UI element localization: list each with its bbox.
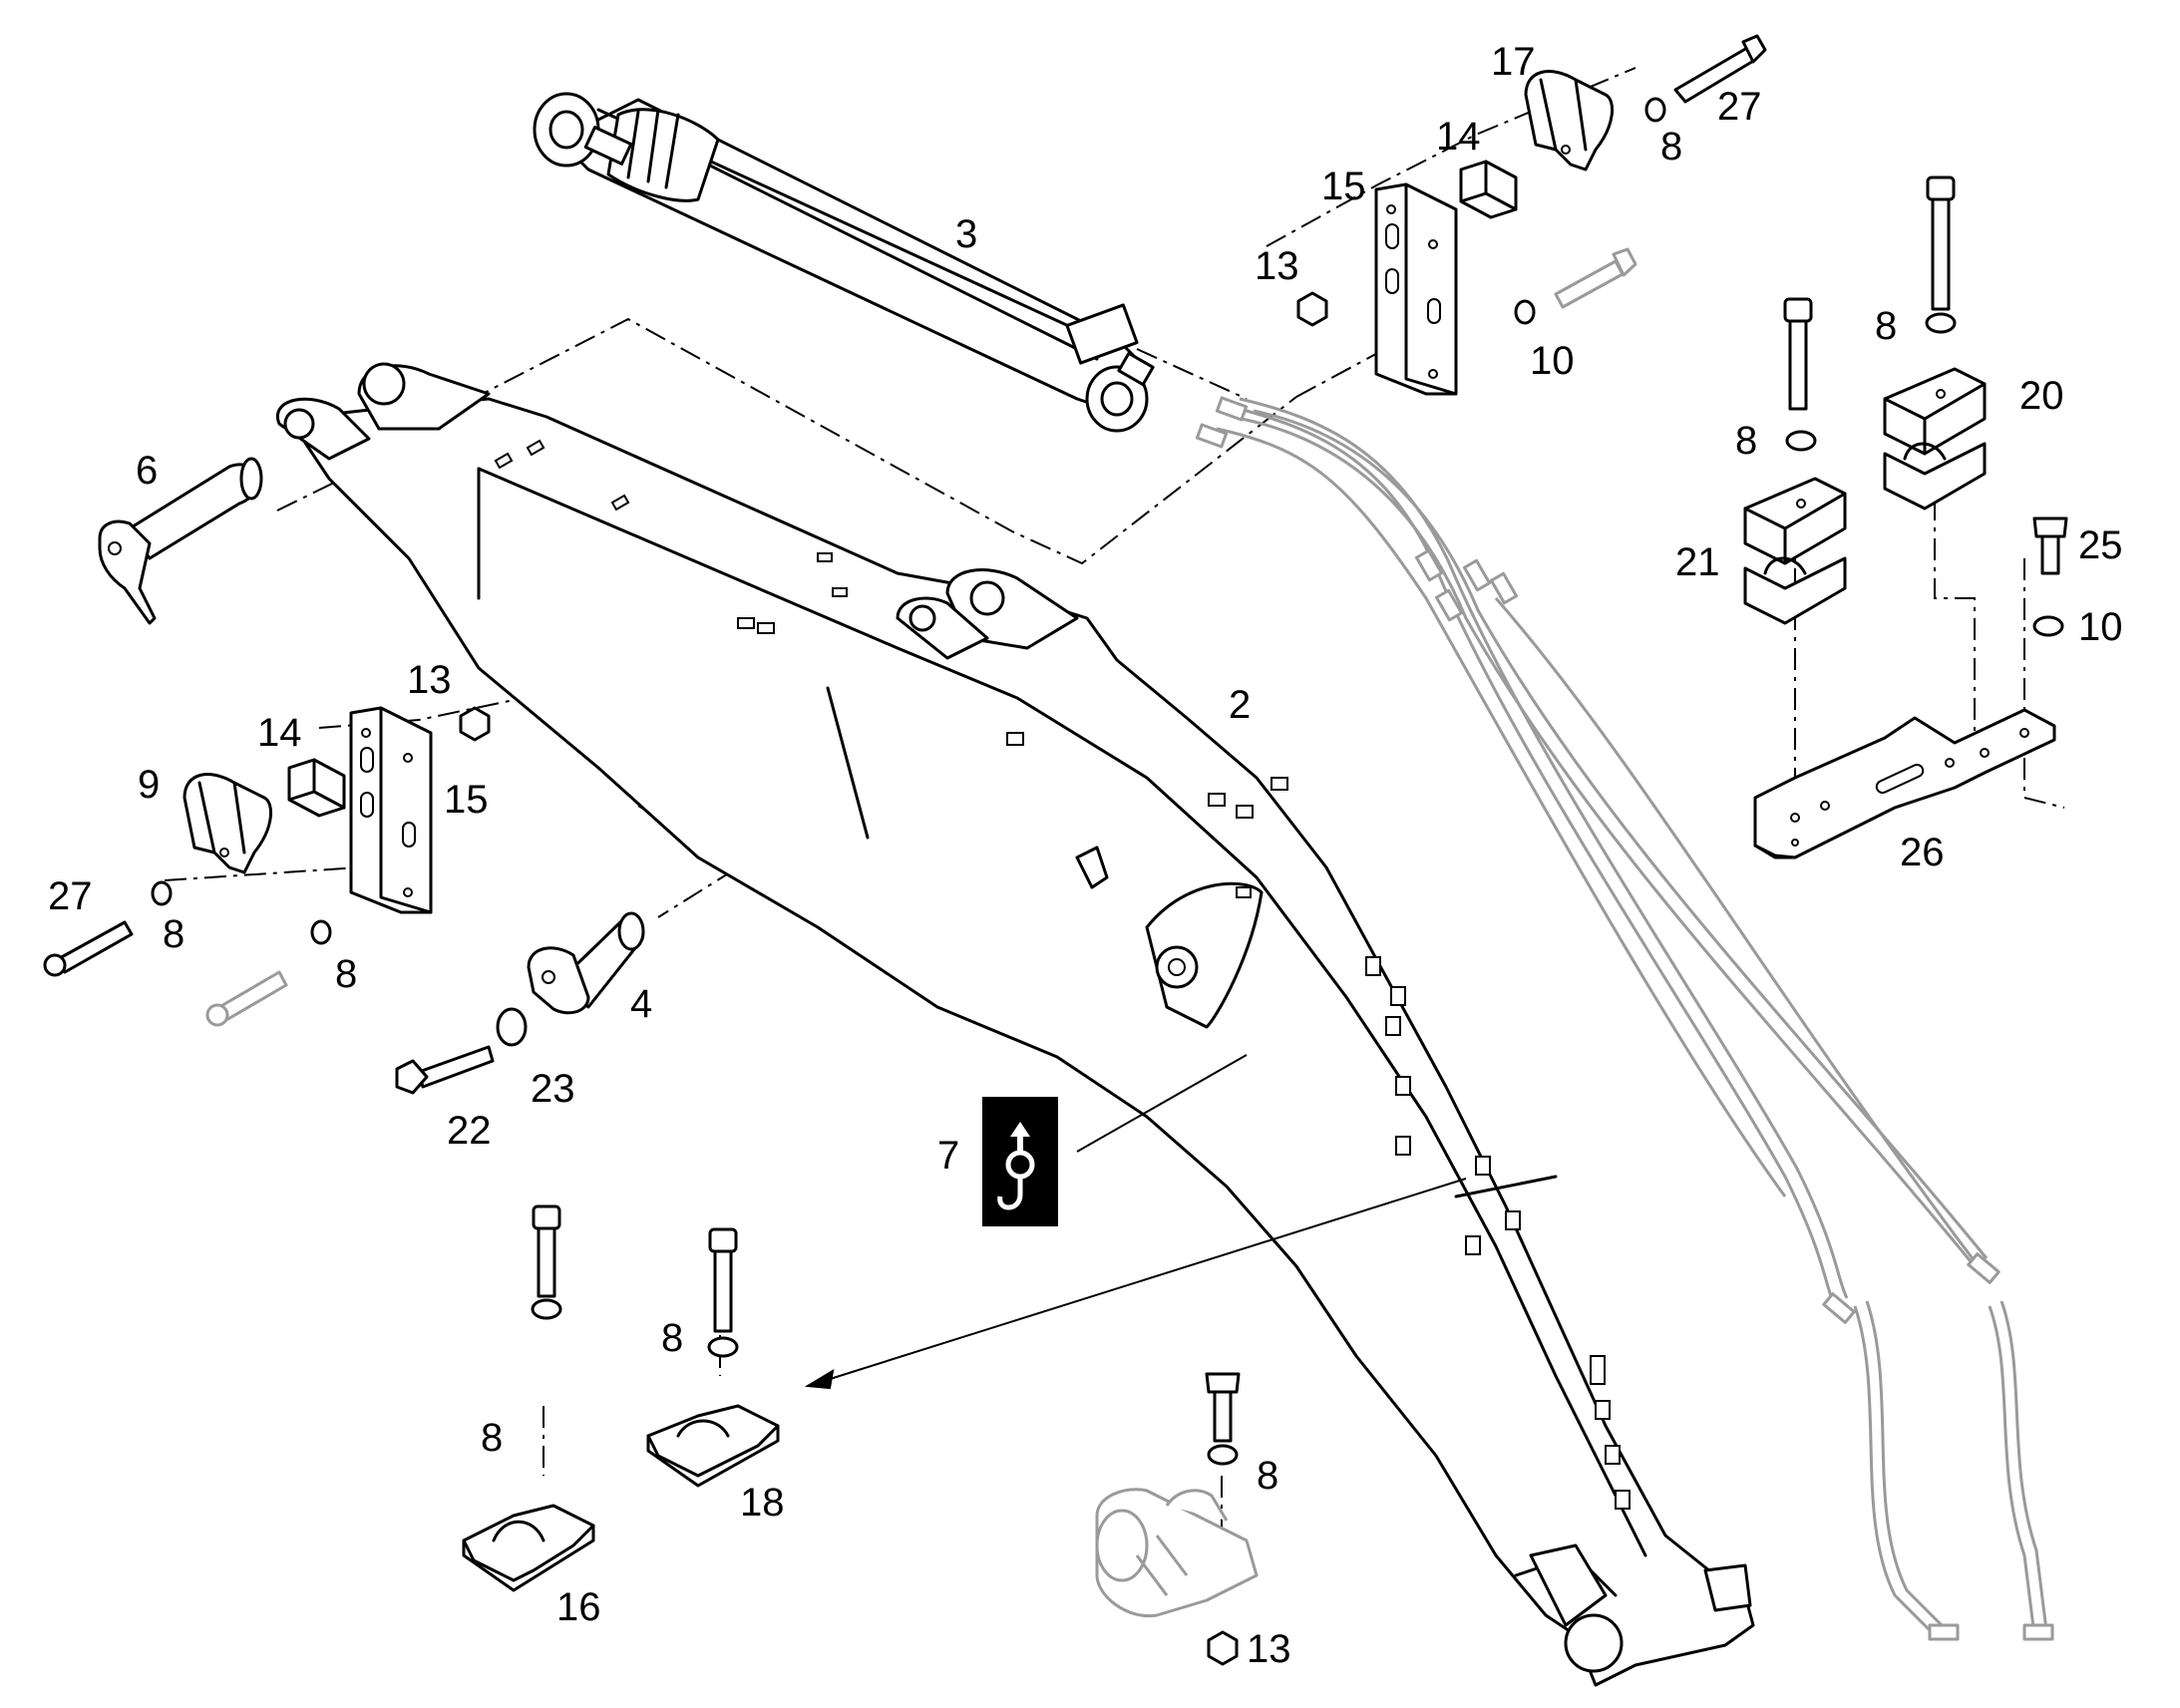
label-8-clamp-16: 8 [481, 1416, 503, 1460]
label-8-clamp-18: 8 [661, 1316, 683, 1360]
label-8-top: 8 [1660, 125, 1682, 169]
label-27-left: 27 [48, 874, 93, 918]
clamp-part-20 [1883, 367, 1987, 511]
screws-vertical [532, 175, 1956, 1443]
decal-part-7 [982, 1097, 1058, 1226]
clamp-part-9 [182, 773, 273, 874]
label-14-top: 14 [1436, 115, 1481, 159]
hydraulic-hoses [1195, 396, 2054, 1641]
hydraulic-cylinder [533, 92, 1155, 433]
callout-labels: 2 3 4 6 7 9 10 10 8 8 8 8 8 8 8 8 13 13 … [48, 40, 2123, 1671]
label-22: 22 [447, 1109, 492, 1153]
label-25: 25 [2078, 523, 2123, 567]
label-7: 7 [937, 1134, 959, 1178]
label-13-bottom: 13 [1247, 1627, 1291, 1671]
bolt-faded-top [1554, 247, 1637, 309]
label-16: 16 [556, 1585, 601, 1629]
boom [275, 362, 1755, 1687]
label-15-top: 15 [1321, 165, 1366, 208]
leader-lines [804, 1054, 1467, 1390]
clamp-part-21 [1743, 477, 1847, 625]
label-20: 20 [2019, 374, 2064, 418]
lifting-hook-icon [997, 1122, 1035, 1210]
bolt-part-27-left [43, 920, 134, 977]
clamp-part-18 [646, 1404, 780, 1488]
label-8-pipe-clamp: 8 [1257, 1454, 1278, 1498]
block-part-14-left [287, 758, 346, 818]
plate-part-15-left [349, 706, 433, 914]
label-18: 18 [740, 1481, 785, 1525]
label-8-left: 8 [163, 912, 184, 956]
bolt-faded-left [205, 970, 288, 1027]
pin-part-6 [98, 457, 263, 625]
label-13-left: 13 [407, 658, 452, 702]
label-9: 9 [138, 763, 160, 807]
block-part-14-top [1459, 160, 1518, 219]
label-8-clamp-21: 8 [1735, 419, 1757, 463]
label-15-left: 15 [444, 778, 489, 822]
label-2: 2 [1229, 683, 1251, 727]
label-10-top: 10 [1530, 339, 1575, 383]
label-17: 17 [1491, 40, 1536, 84]
pipe-clamp-faded [1095, 1488, 1259, 1618]
label-8-left-mid: 8 [335, 952, 357, 996]
bushing-part-4 [527, 911, 645, 1015]
label-4: 4 [630, 982, 652, 1026]
label-8-mid-right: 8 [1875, 304, 1897, 348]
plate-part-15-top [1374, 182, 1458, 396]
clamp-part-16 [462, 1504, 595, 1592]
bolt-part-22 [395, 1045, 495, 1095]
plate-part-26 [1753, 708, 2056, 859]
label-3: 3 [955, 212, 977, 256]
label-21: 21 [1675, 540, 1720, 584]
label-14-left: 14 [257, 711, 302, 755]
label-27-top: 27 [1717, 85, 1762, 129]
washers [151, 97, 2064, 1666]
bolt-part-25 [2032, 516, 2068, 575]
label-23: 23 [531, 1067, 575, 1111]
bolt-part-27-top [1673, 34, 1767, 104]
label-10-right: 10 [2078, 605, 2123, 649]
clamp-part-17 [1524, 70, 1615, 171]
label-26: 26 [1900, 831, 1945, 874]
label-6: 6 [136, 449, 158, 493]
label-13-top: 13 [1255, 244, 1299, 288]
